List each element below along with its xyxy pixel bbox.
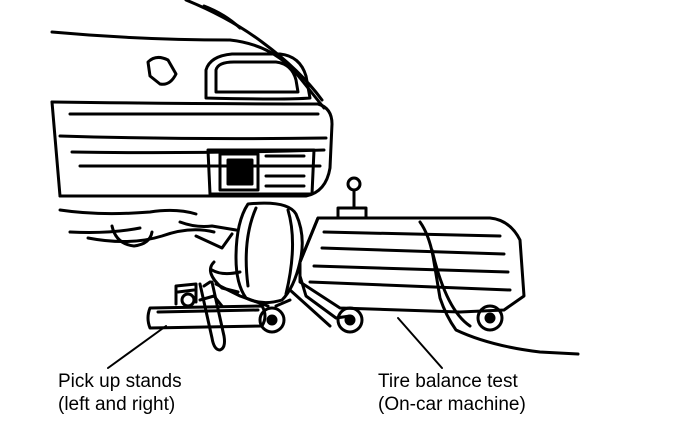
front-grille: [206, 148, 316, 196]
front-tire: [208, 201, 304, 305]
jack-handle: [198, 280, 226, 352]
tire-balancer-machine: [288, 216, 580, 356]
undercarriage: [58, 208, 238, 250]
machine-lever: [336, 176, 368, 220]
pick-up-stands-label: Pick up stands (left and right): [58, 370, 182, 416]
pick-up-stands-line1: Pick up stands: [58, 371, 182, 392]
tire-balance-test-line1: Tire balance test: [378, 371, 518, 392]
tire-balance-test-line2: (On-car machine): [378, 394, 526, 415]
machine-leader-line: [397, 317, 443, 369]
tire-balance-test-label: Tire balance test (On-car machine): [378, 370, 526, 416]
headlight: [146, 52, 312, 101]
pick-up-stands-line2: (left and right): [58, 394, 176, 415]
leader-lines: [107, 317, 443, 369]
stands-leader-line: [107, 325, 167, 369]
